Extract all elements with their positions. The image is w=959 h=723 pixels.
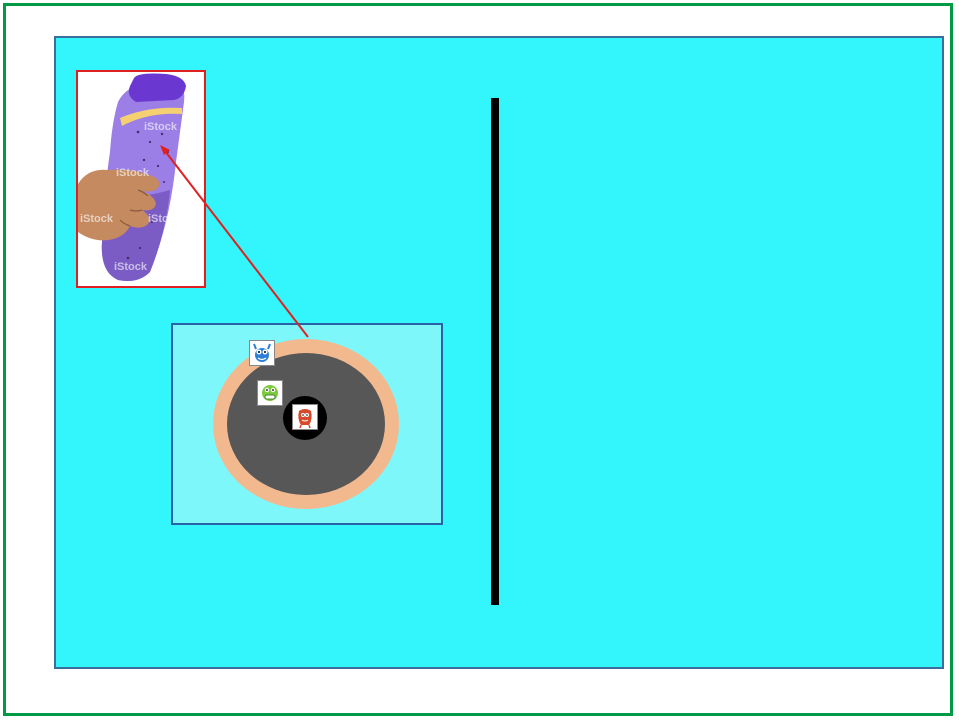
green-monster-icon <box>257 380 283 406</box>
svg-text:iStock: iStock <box>144 121 178 133</box>
svg-text:iStock: iStock <box>148 213 182 225</box>
bottle-illustration: iStock iStock iStock iStock iStock <box>78 72 204 286</box>
bottle-photo: iStock iStock iStock iStock iStock <box>76 70 206 288</box>
vertical-divider <box>491 98 499 605</box>
svg-text:iStock: iStock <box>80 213 114 225</box>
svg-text:iStock: iStock <box>114 261 148 273</box>
svg-text:iStock: iStock <box>116 167 150 179</box>
blue-monster-icon <box>249 340 275 366</box>
red-monster-icon <box>292 404 318 430</box>
